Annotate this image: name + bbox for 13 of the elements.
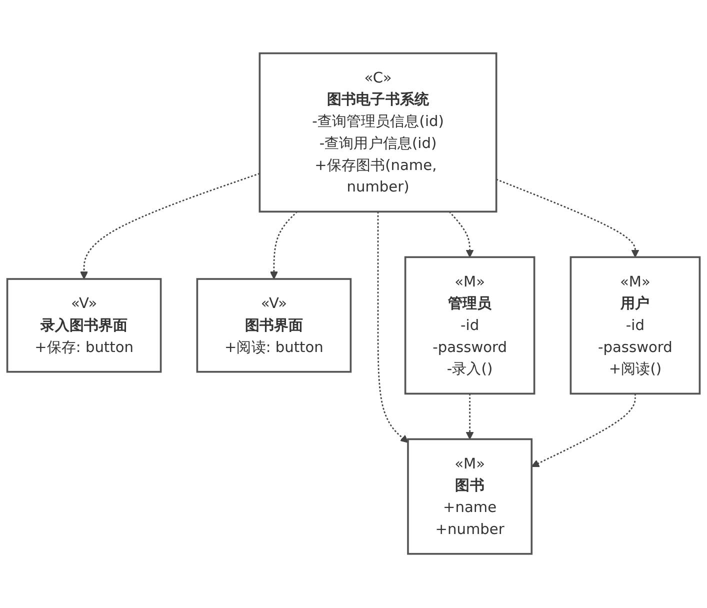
arrow — [466, 394, 474, 440]
node-box: «M» 管理员 -id -password -录入() — [404, 256, 536, 395]
node-box: «V» 图书界面 +阅读: button — [196, 278, 352, 374]
arrow — [531, 394, 636, 468]
arrow — [496, 179, 640, 258]
node-box: «C» 图书电子书系统 -查询管理员信息(id) -查询用户信息(id) +保存图书(name, number) — [258, 52, 498, 213]
arrow — [448, 212, 474, 258]
node-box: «M» 图书 +name +number — [407, 438, 533, 556]
arrow — [80, 173, 260, 280]
arrow — [377, 212, 408, 444]
node-box: «M» 用户 -id -password +阅读() — [570, 256, 701, 395]
arrow — [270, 212, 298, 280]
node-box: «V» 录入图书界面 +保存: button — [6, 278, 162, 374]
